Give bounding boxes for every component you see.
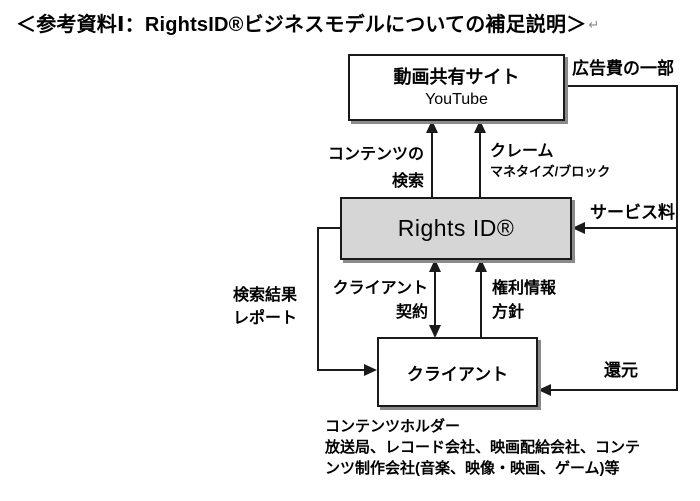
node-video-share-site: 動画共有サイト YouTube (348, 54, 565, 121)
label-content-search-line2: 検索 (391, 173, 424, 190)
label-client-contract-line1: クライアント (332, 280, 428, 297)
paragraph-return-icon: ↵ (588, 17, 600, 32)
arrowhead-content-search-up (426, 120, 438, 133)
arrowhead-contract-up (429, 259, 441, 272)
arrowhead-service-fee-left (572, 222, 585, 234)
edge-search-report-line (317, 227, 365, 371)
label-content-search-line1: コンテンツの (327, 146, 424, 163)
arrowhead-claim-up (474, 120, 486, 133)
label-search-report-line1: 検索結果 (233, 287, 298, 304)
label-claim-line2: マネタイズ/ブロック (490, 164, 611, 179)
edge-ad-fee-kickback-line (550, 85, 678, 391)
footnote-line2: 放送局、レコード会社、映画配給会社、コンテ (325, 439, 641, 456)
node-video-share-site-subtitle: YouTube (425, 90, 488, 108)
node-client-label: クライアント (406, 364, 509, 384)
label-rights-info: 権利情報 方針 (492, 277, 556, 325)
arrowhead-kickback-left (538, 384, 551, 396)
label-content-search: コンテンツの 検索 (326, 141, 424, 195)
footnote-content-holder: コンテンツホルダー 放送局、レコード会社、映画配給会社、コンテ ンツ制作会社(音… (325, 416, 640, 479)
label-rights-info-line1: 権利情報 (492, 280, 557, 297)
footnote-line1: コンテンツホルダー (325, 418, 461, 435)
label-client-contract-line2: 契約 (395, 304, 428, 321)
label-kickback: 還元 (604, 361, 638, 380)
footnote-line3: ンツ制作会社(音楽、映像・映画、ゲーム)等 (325, 460, 620, 477)
node-rights-id-label: Rights ID® (397, 215, 515, 241)
page-title: ＜参考資料Ⅰ：RightsID®ビジネスモデルについての補足説明＞↵ (16, 8, 600, 37)
node-rights-id: Rights ID® (340, 197, 572, 260)
label-search-report: 検索結果 レポート (233, 284, 297, 330)
title-text: ＜参考資料Ⅰ：RightsID®ビジネスモデルについての補足説明＞ (16, 14, 587, 36)
label-claim: クレーム マネタイズ/ブロック (490, 143, 610, 180)
label-rights-info-line2: 方針 (492, 304, 525, 321)
label-search-report-line2: レポート (233, 310, 298, 327)
arrowhead-rights-info-up (475, 259, 487, 272)
node-client: クライアント (377, 337, 538, 407)
node-video-share-site-title: 動画共有サイト (393, 66, 520, 87)
arrowhead-search-report-right (364, 364, 377, 376)
label-service-fee: サービス料 (590, 203, 675, 222)
label-client-contract: クライアント 契約 (330, 277, 428, 325)
arrowhead-contract-down (429, 325, 441, 338)
label-claim-line1: クレーム (490, 143, 554, 160)
label-ad-fee: 広告費の一部 (572, 59, 674, 78)
